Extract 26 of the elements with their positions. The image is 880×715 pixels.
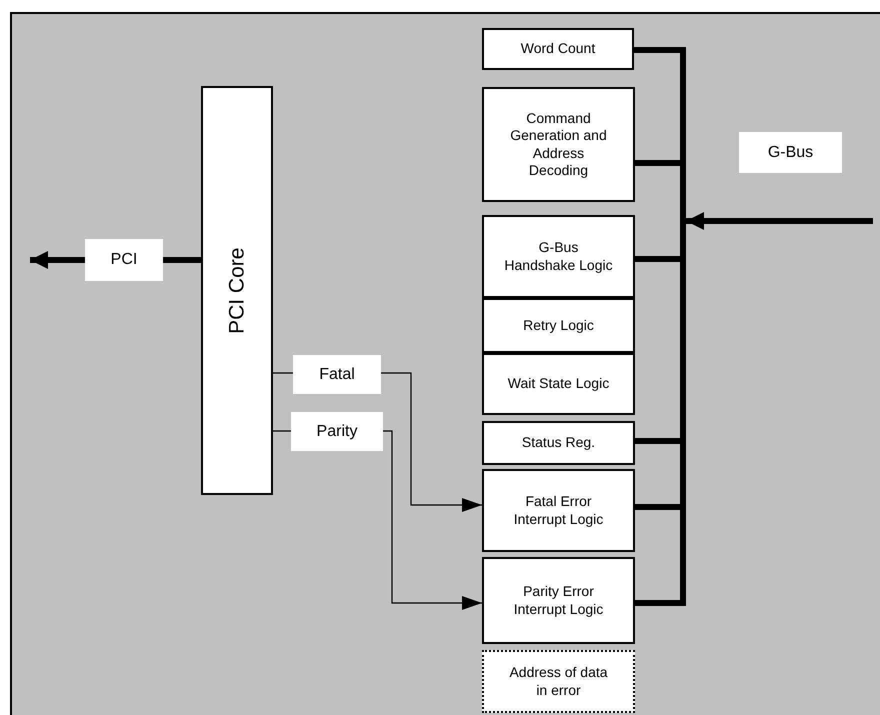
logic-block: Fatal Error Interrupt Logic <box>482 469 635 552</box>
connector-line <box>635 160 683 166</box>
logic-block: Command Generation and Address Decoding <box>482 87 635 202</box>
bus-label: G-Bus <box>739 132 842 173</box>
bus-label: PCI <box>85 239 163 281</box>
connector-line <box>634 47 683 53</box>
arrow <box>381 372 482 512</box>
arrow <box>383 430 482 610</box>
logic-block: G-Bus Handshake Logic <box>482 215 635 298</box>
connector-line <box>635 600 683 606</box>
logic-block: Parity Error Interrupt Logic <box>482 557 635 644</box>
logic-block: Address of data in error <box>482 650 635 713</box>
arrow <box>30 251 85 269</box>
connector-line <box>273 372 293 374</box>
connector-line <box>635 256 683 262</box>
connector-line <box>163 257 201 263</box>
connector-line <box>635 438 683 444</box>
connector-line <box>273 430 291 432</box>
signal-label: Parity <box>291 412 383 451</box>
logic-block: Status Reg. <box>482 421 635 465</box>
core-block: PCI Core <box>201 86 273 495</box>
connector-line <box>635 504 683 510</box>
logic-block: Retry Logic <box>482 298 635 353</box>
signal-label: Fatal <box>293 355 381 394</box>
logic-block: Wait State Logic <box>482 353 635 415</box>
logic-block: Word Count <box>482 28 634 70</box>
